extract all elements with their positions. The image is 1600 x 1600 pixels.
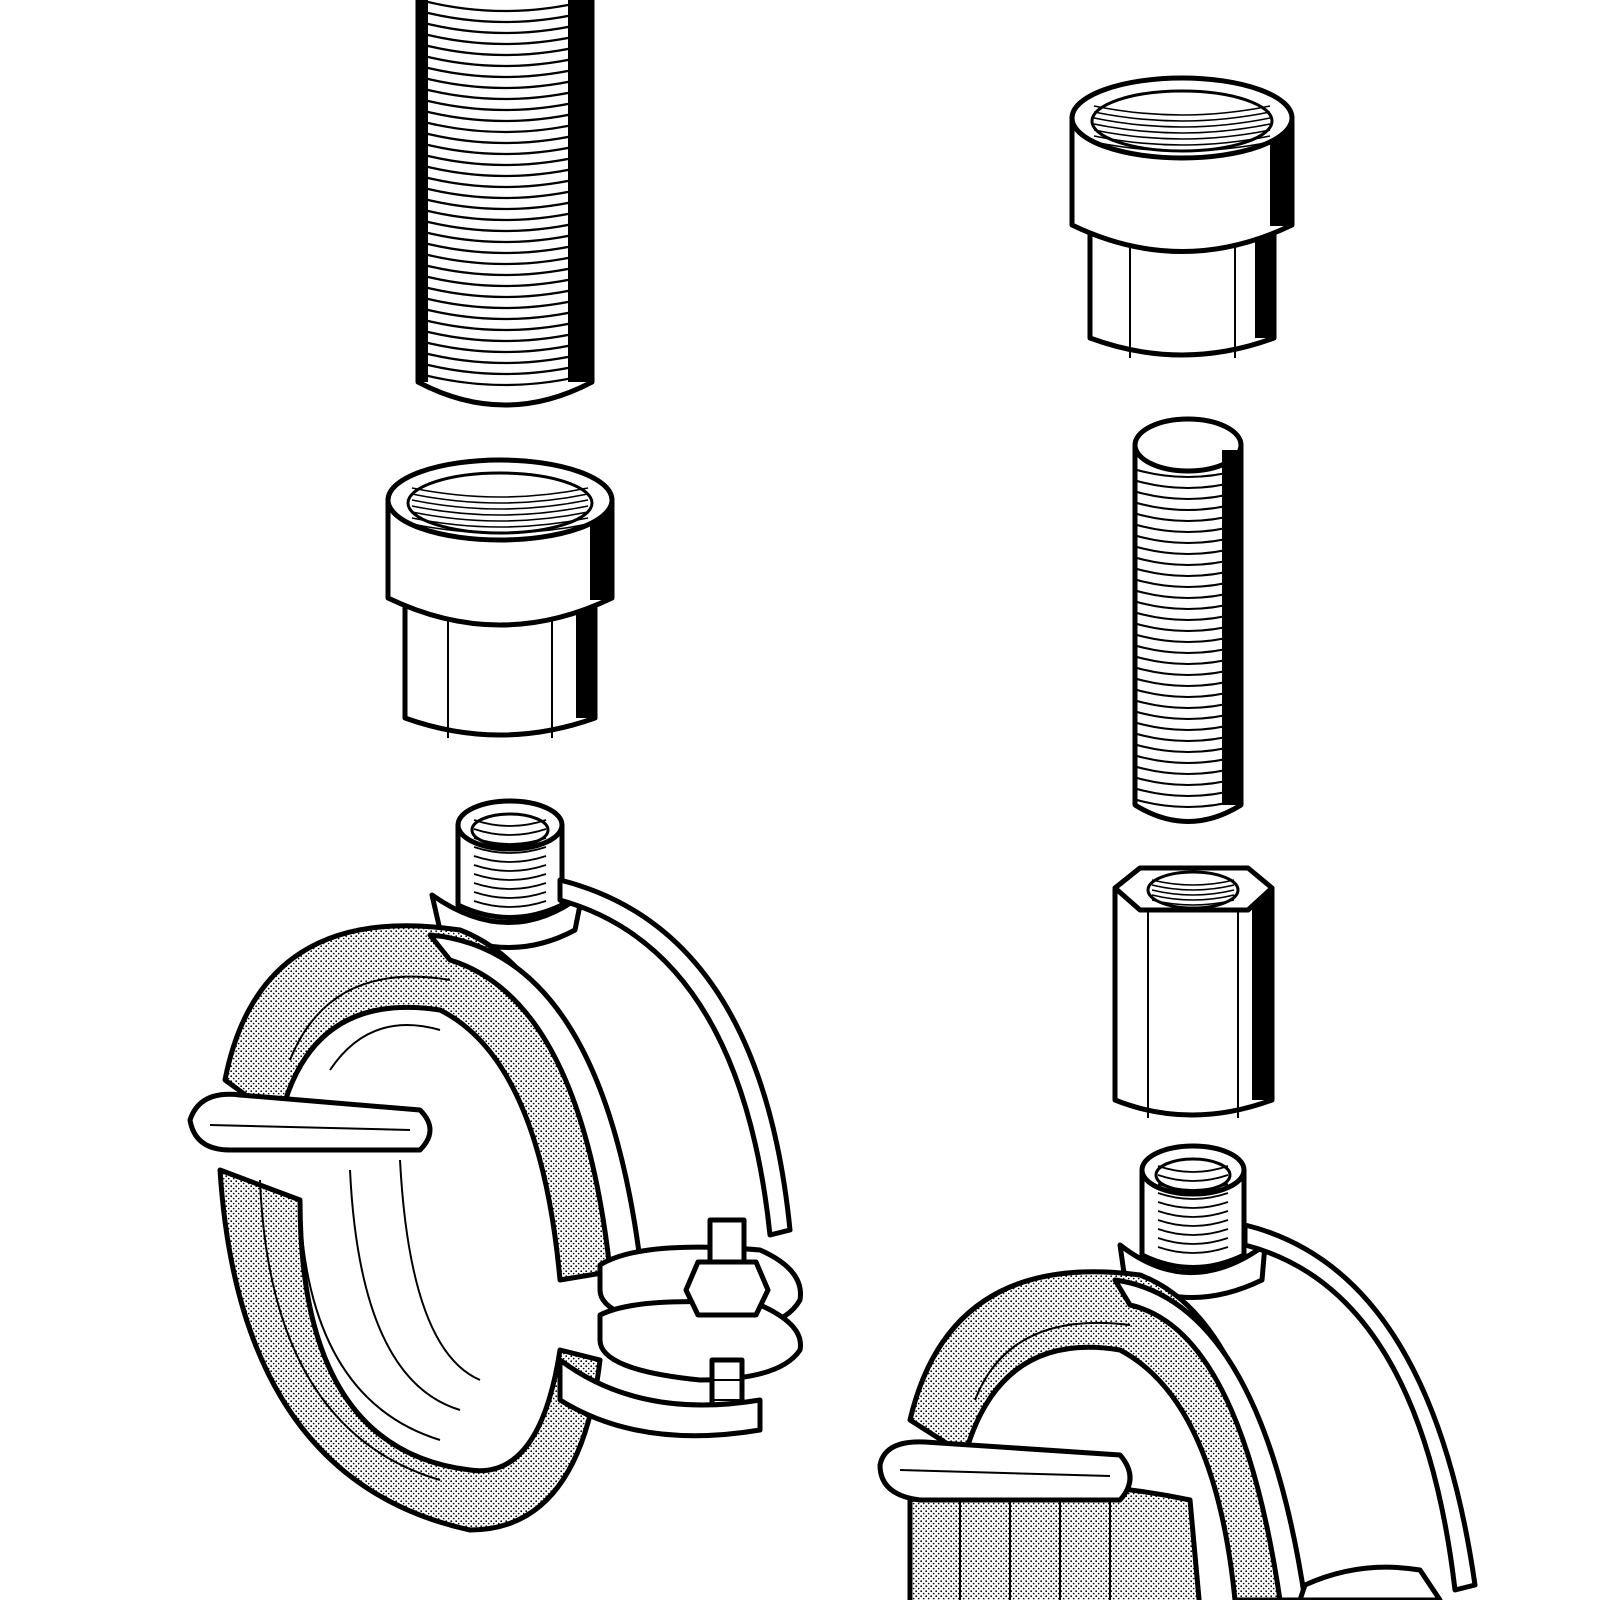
threaded-pipe-large [415,0,595,408]
boss-thread-lines [473,819,547,908]
thread-line [1157,1228,1229,1236]
thread-line [1157,1174,1229,1182]
internal-thread-lines [1151,879,1235,906]
thread-line [1093,123,1271,134]
internal-thread-lines [1093,105,1271,152]
thread-line [473,864,547,872]
thread-line [1157,1237,1229,1245]
thread-line [1157,1246,1229,1254]
thread-line [411,517,589,528]
pipe-clamp-left [187,798,803,1533]
thread-line [1151,894,1235,901]
thread-line [473,837,547,845]
socket-hex-large [385,457,615,738]
thread-line [473,855,547,863]
thread-line [1157,1219,1229,1227]
thread-line [1157,1165,1229,1173]
thread-line [473,891,547,899]
thread-line [411,511,589,522]
internal-thread-lines [411,487,589,534]
thread-line [473,900,547,908]
thread-line [1093,135,1271,146]
thread-line [1093,141,1271,152]
thread-line [411,499,589,510]
pipe-clamp-right [877,1143,1478,1600]
thread-line [473,882,547,890]
thread-line [1151,899,1235,906]
thread-line [411,505,589,516]
thread-line [1157,1210,1229,1218]
thread-line [411,523,589,534]
thread-line [1151,884,1235,891]
thread-line [473,828,547,836]
threaded-rod [1132,416,1244,824]
thread-line [1157,1201,1229,1209]
thread-line [473,873,547,881]
thread-line [1151,889,1235,896]
thread-line [473,819,547,827]
thread-line [473,846,547,854]
thread-line [411,493,589,504]
socket-hex-small [1069,75,1295,358]
thread-line [1157,1192,1229,1200]
thread-line [1093,117,1271,128]
thread-line [1093,129,1271,140]
thread-line [1151,879,1235,886]
hex-coupling-nut [1112,865,1275,1118]
thread-line [1093,105,1271,116]
thread-line [411,487,589,498]
boss-thread-lines [1157,1165,1229,1254]
thread-line [1093,111,1271,122]
thread-line [1157,1183,1229,1191]
